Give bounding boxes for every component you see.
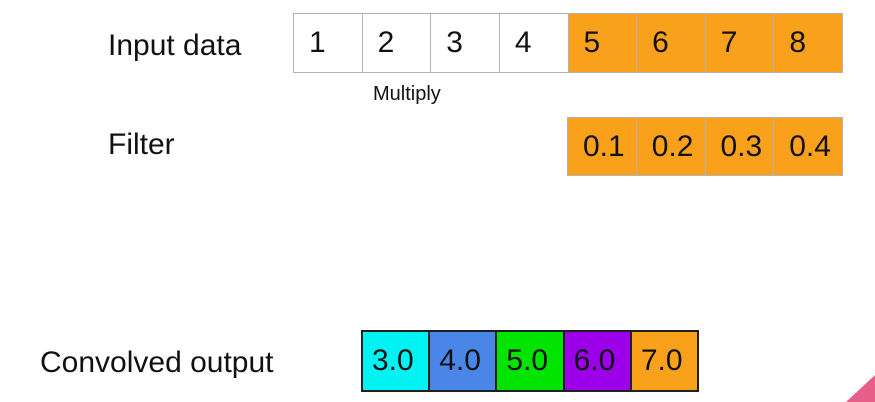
input-cell: 1 <box>294 14 362 72</box>
multiply-label: Multiply <box>373 83 441 105</box>
output-cell: 7.0 <box>629 332 698 390</box>
input-cell: 4 <box>498 14 568 72</box>
input-cell-highlighted: 6 <box>636 14 705 72</box>
filter-cell: 0.1 <box>568 118 636 175</box>
input-cell: 3 <box>430 14 499 72</box>
corner-accent-triangle <box>846 375 875 402</box>
output-row: 3.0 4.0 5.0 6.0 7.0 <box>361 330 699 392</box>
input-cell-highlighted: 5 <box>567 14 637 72</box>
output-cell: 6.0 <box>562 332 630 390</box>
filter-row: 0.1 0.2 0.3 0.4 <box>567 117 843 176</box>
filter-cell: 0.2 <box>635 118 705 175</box>
filter-cell: 0.4 <box>773 118 842 175</box>
input-cell-highlighted: 8 <box>773 14 842 72</box>
output-cell: 5.0 <box>495 332 563 390</box>
input-cell-highlighted: 7 <box>704 14 774 72</box>
output-cell: 4.0 <box>428 332 496 390</box>
output-cell: 3.0 <box>363 332 429 390</box>
filter-cell: 0.3 <box>704 118 774 175</box>
input-data-label: Input data <box>108 29 242 62</box>
filter-label: Filter <box>108 128 175 161</box>
convolved-output-label: Convolved output <box>40 346 274 379</box>
input-cell: 2 <box>361 14 431 72</box>
input-row: 1 2 3 4 5 6 7 8 <box>293 13 843 73</box>
